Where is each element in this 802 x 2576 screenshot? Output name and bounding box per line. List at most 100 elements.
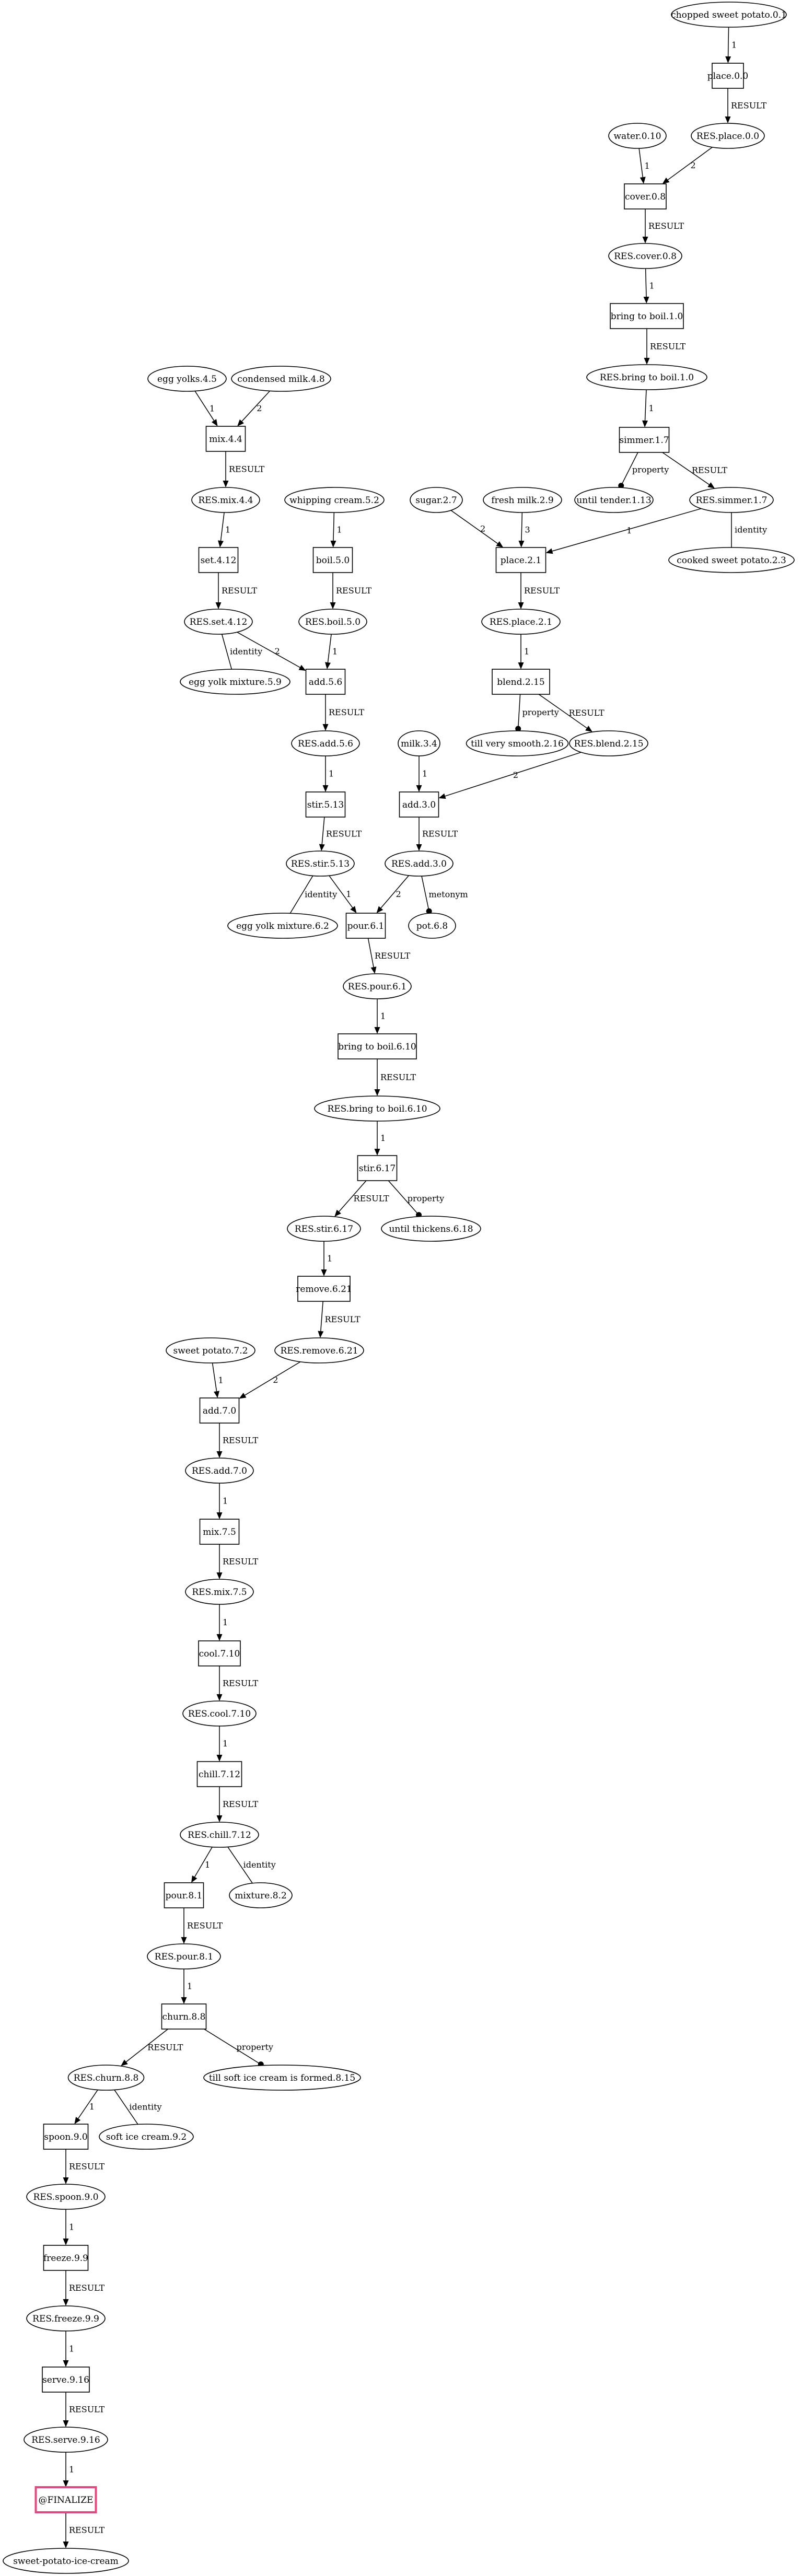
node-res_cover08: RES.cover.0.8 <box>608 243 682 269</box>
node-res_set412: RES.set.4.12 <box>184 609 253 635</box>
edge-label: RESULT <box>69 2405 104 2415</box>
node-res_add30: RES.add.3.0 <box>385 850 454 877</box>
node-label: RES.stir.6.17 <box>295 1224 353 1234</box>
arrowhead <box>662 177 670 184</box>
node-label: bring to boil.6.10 <box>338 1042 416 1052</box>
node-outline <box>399 791 439 818</box>
node-label: RES.add.5.6 <box>298 739 353 749</box>
node-outline <box>338 1033 417 1059</box>
edge-label: 1 <box>731 40 737 50</box>
edge-label: RESULT <box>187 1921 223 1931</box>
node-boil50: boil.5.0 <box>312 547 353 573</box>
arrowhead <box>707 482 715 488</box>
node-label: RES.set.4.12 <box>190 617 248 627</box>
node-label: mixture.8.2 <box>235 1891 287 1901</box>
node-pot68: pot.6.8 <box>408 913 456 939</box>
node-res_churn88: RES.churn.8.8 <box>67 2065 145 2091</box>
edge-n_res_set412-n_add56: 2 <box>237 632 306 671</box>
edge-line <box>518 694 521 728</box>
edge-n_res_mix75-n_cool710: 1 <box>216 1604 228 1641</box>
node-outline <box>671 2 787 28</box>
node-label: RES.chill.7.12 <box>188 1830 251 1840</box>
node-outline <box>67 2065 145 2091</box>
node-label: until tender.1.13 <box>576 495 651 506</box>
arrowhead <box>298 665 306 671</box>
arrowhead <box>214 1391 219 1398</box>
node-outline <box>147 1943 221 1969</box>
node-outline <box>161 2003 207 2030</box>
edge-n_res_churn88-n_spoon90: 1 <box>74 2089 98 2124</box>
edge-line <box>380 875 409 908</box>
edge-label: RESULT <box>69 2162 104 2172</box>
node-outline <box>227 913 338 939</box>
node-label: sweet-potato-ice-cream <box>13 2556 119 2567</box>
node-label: till soft ice cream is formed.8.15 <box>209 2073 355 2083</box>
node-outline <box>198 1640 241 1666</box>
node-label: sugar.2.7 <box>415 495 457 506</box>
node-res_simmer17: RES.simmer.1.7 <box>689 487 774 513</box>
arrowhead <box>643 296 649 304</box>
edge-label: 1 <box>380 1011 386 1021</box>
edge-line <box>329 875 353 908</box>
edge-n_blend215-n_res_blend215: RESULT <box>538 694 605 732</box>
edge-label: 1 <box>332 646 338 656</box>
arrowhead <box>644 358 650 365</box>
edge-line <box>212 1362 217 1392</box>
edge-n_mix75-n_res_mix75: RESULT <box>216 1544 258 1579</box>
node-outline <box>691 123 765 149</box>
edge-n_sugar27-n_place21: 2 <box>450 510 504 547</box>
arrowhead <box>725 56 731 63</box>
edge-n_res_simmer17-n_cookedsp23: identity <box>731 512 767 547</box>
edge-n_whipcream52-n_boil50: 1 <box>330 512 342 547</box>
node-stir513: stir.5.13 <box>305 791 346 818</box>
edge-n_cover08-n_res_cover08: RESULT <box>642 209 684 243</box>
node-label: RES.add.3.0 <box>391 859 447 869</box>
node-outline <box>305 669 346 695</box>
edge-label: RESULT <box>222 586 257 596</box>
edge-n_res_pour61-n_bringboil610: 1 <box>374 999 386 1034</box>
edge-line <box>327 634 332 663</box>
node-outline <box>574 487 654 513</box>
node-outline <box>43 2124 89 2150</box>
arrowhead <box>585 726 592 732</box>
node-outline <box>203 2065 361 2091</box>
edge-n_res_remove621-n_add70: 2 <box>239 1361 301 1399</box>
arrowhead <box>216 1755 223 1762</box>
arrowhead <box>374 1027 380 1034</box>
node-outline <box>166 1337 255 1363</box>
node-label: add.5.6 <box>309 677 342 687</box>
edge-label: 1 <box>524 647 529 657</box>
edge-label: 1 <box>337 524 342 534</box>
edge-label: 1 <box>225 524 230 534</box>
node-outline <box>3 2548 129 2574</box>
edge-label: 1 <box>218 1375 223 1385</box>
edge-label: RESULT <box>223 1679 258 1688</box>
edge-n_res_boil50-n_add56: 1 <box>325 634 338 669</box>
arrowhead <box>334 1209 341 1217</box>
arrowhead <box>63 2239 69 2245</box>
node-condmilk48: condensed milk.4.8 <box>231 366 331 392</box>
edge-label: RESULT <box>329 707 364 717</box>
node-label: pour.8.1 <box>166 1891 203 1901</box>
edge-label: RESULT <box>223 1557 258 1567</box>
node-label: sweet potato.7.2 <box>173 1346 248 1356</box>
edge-label: 3 <box>525 524 530 534</box>
node-outline <box>608 123 667 149</box>
edge-line <box>638 148 643 178</box>
node-place00: place.0.0 <box>707 63 748 89</box>
edge-label: 1 <box>89 2102 95 2112</box>
node-label: RES.bring to boil.1.0 <box>600 372 694 383</box>
node-label: RES.place.0.0 <box>696 131 759 142</box>
edge-label: 1 <box>223 1496 228 1506</box>
edge-n_res_add70-n_mix75: 1 <box>216 1483 228 1519</box>
edge-line <box>662 452 710 485</box>
node-outline <box>231 366 331 392</box>
edge-n_stir513-n_res_stir513: RESULT <box>319 817 362 852</box>
node-label: freeze.9.9 <box>43 2253 88 2264</box>
node-label: RES.bring to boil.6.10 <box>327 1104 427 1114</box>
edge-n_res_place21-n_blend215: 1 <box>518 634 529 669</box>
arrowhead <box>216 1815 223 1822</box>
edge-label: RESULT <box>380 1073 416 1082</box>
node-outline <box>689 487 774 513</box>
node-eggyolks45: egg yolks.4.5 <box>147 366 227 392</box>
